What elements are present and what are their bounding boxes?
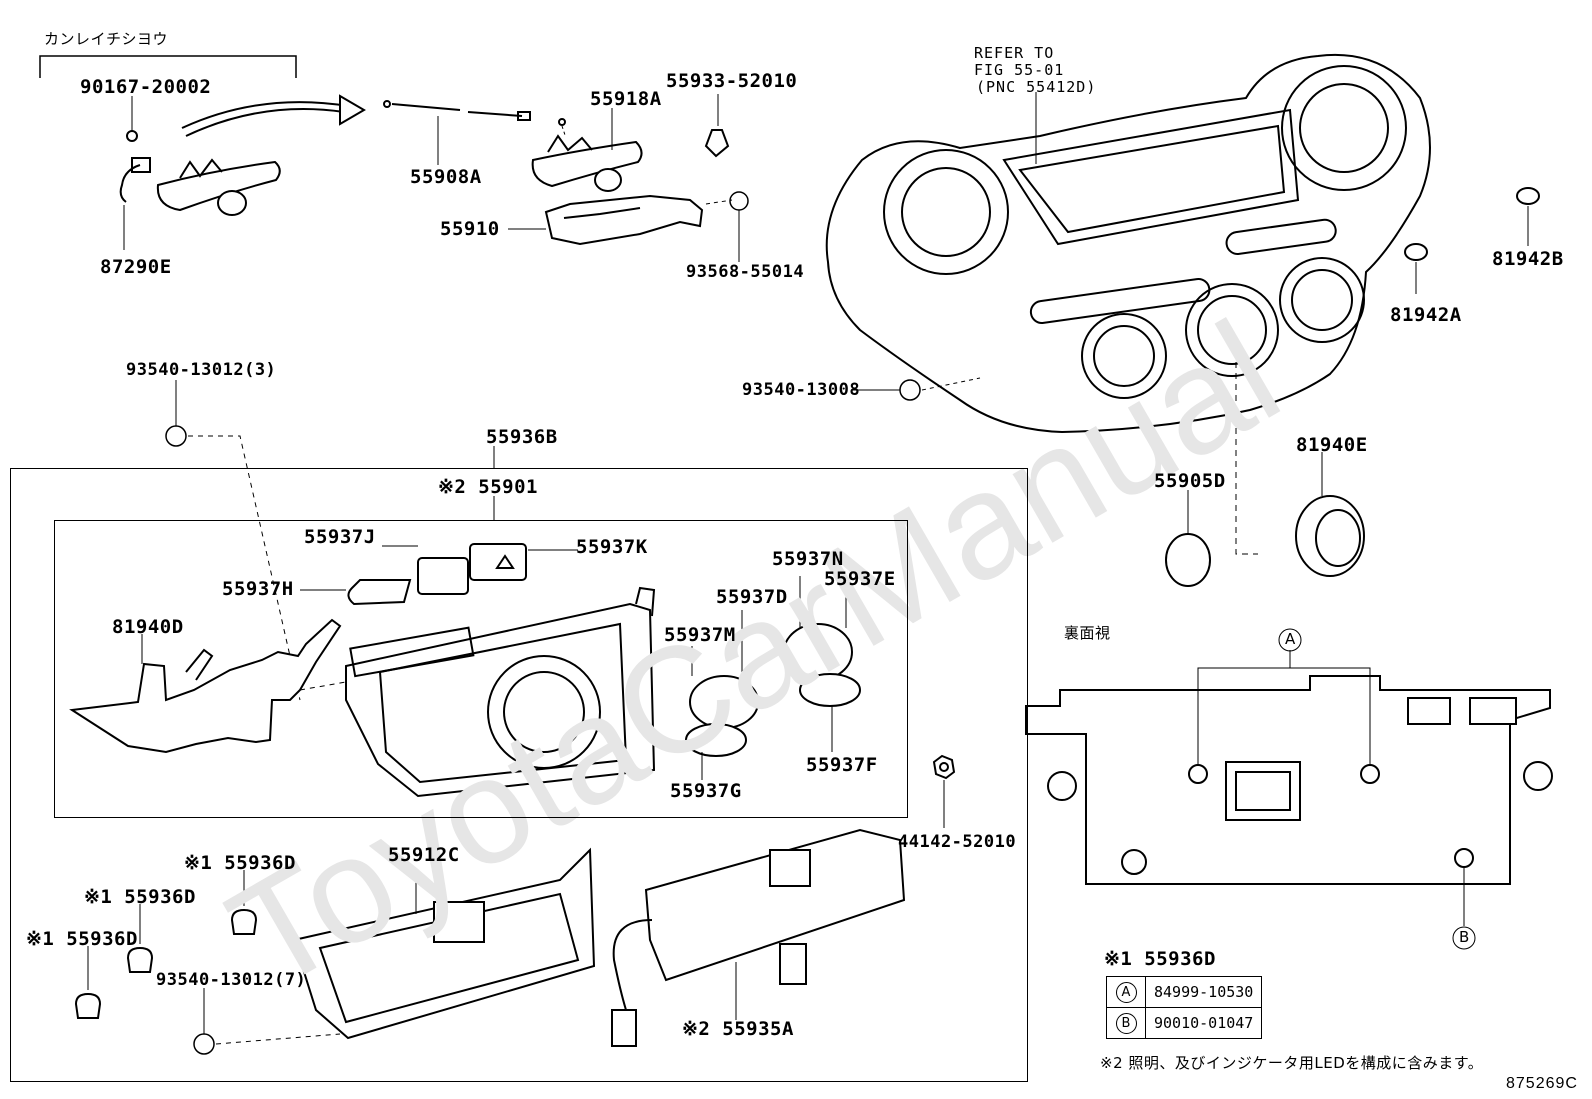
label-81942A: 81942A (1390, 304, 1462, 326)
legend-part: 90010-01047 (1144, 1007, 1263, 1039)
marker-b: B (1459, 928, 1471, 946)
label-55910: 55910 (440, 218, 500, 240)
figure-number: 875269C (1506, 1075, 1578, 1092)
label-55937M: 55937M (664, 624, 736, 646)
legend-title: ※1 55936D (1104, 948, 1216, 970)
legend-row: A 84999-10530 (1106, 976, 1263, 1008)
label-81940D: 81940D (112, 616, 184, 638)
label-55937N: 55937N (772, 548, 844, 570)
label-55918A: 55918A (590, 88, 662, 110)
assembly-frame-55901 (54, 520, 908, 818)
label-refer-to: REFER TO (974, 44, 1055, 62)
title-cold-region-spec: カンレイチシヨウ (44, 30, 169, 48)
label-81942B: 81942B (1492, 248, 1564, 270)
legend-key: B (1115, 1012, 1137, 1034)
label-55937E: 55937E (824, 568, 896, 590)
label-refer-fig: FIG 55-01 (974, 61, 1065, 79)
label-55937K: 55937K (576, 536, 648, 558)
label-90167-20002: 90167-20002 (80, 76, 212, 98)
label-55937F: 55937F (806, 754, 878, 776)
label-44142-52010: 44142-52010 (898, 832, 1017, 852)
label-55901: ※2 55901 (438, 476, 538, 498)
assembly-frame-55936B (10, 468, 1028, 1082)
label-93540-13008: 93540-13008 (742, 380, 861, 400)
label-55937J: 55937J (304, 526, 376, 548)
label-55936D-c: ※1 55936D (26, 928, 138, 950)
label-55937H: 55937H (222, 578, 294, 600)
legend-row: B 90010-01047 (1106, 1007, 1263, 1039)
label-refer-pnc: (PNC 55412D) (976, 78, 1097, 96)
legend-part: 84999-10530 (1144, 976, 1263, 1008)
label-55936D-a: ※1 55936D (184, 852, 296, 874)
label-81940E: 81940E (1296, 434, 1368, 456)
footnote: ※2 照明、及びインジケータ用LEDを構成に含みます。 (1100, 1054, 1484, 1072)
label-55937G: 55937G (670, 780, 742, 802)
label-55908A: 55908A (410, 166, 482, 188)
label-93540-13012-7: 93540-13012(7) (156, 970, 307, 990)
label-55933-52010: 55933-52010 (666, 70, 798, 92)
legend-key: A (1115, 981, 1137, 1003)
label-55905D: 55905D (1154, 470, 1226, 492)
legend-table: A 84999-10530 B 90010-01047 (1106, 976, 1263, 1039)
label-93540-13012-3: 93540-13012(3) (126, 360, 277, 380)
label-55935A: ※2 55935A (682, 1018, 794, 1040)
label-55936D-b: ※1 55936D (84, 886, 196, 908)
label-rear-view: 裏面視 (1064, 624, 1111, 642)
label-93568-55014: 93568-55014 (686, 262, 805, 282)
label-55936B: 55936B (486, 426, 558, 448)
label-55912C: 55912C (388, 844, 460, 866)
marker-a: A (1285, 630, 1297, 648)
label-55937D: 55937D (716, 586, 788, 608)
label-87290E: 87290E (100, 256, 172, 278)
